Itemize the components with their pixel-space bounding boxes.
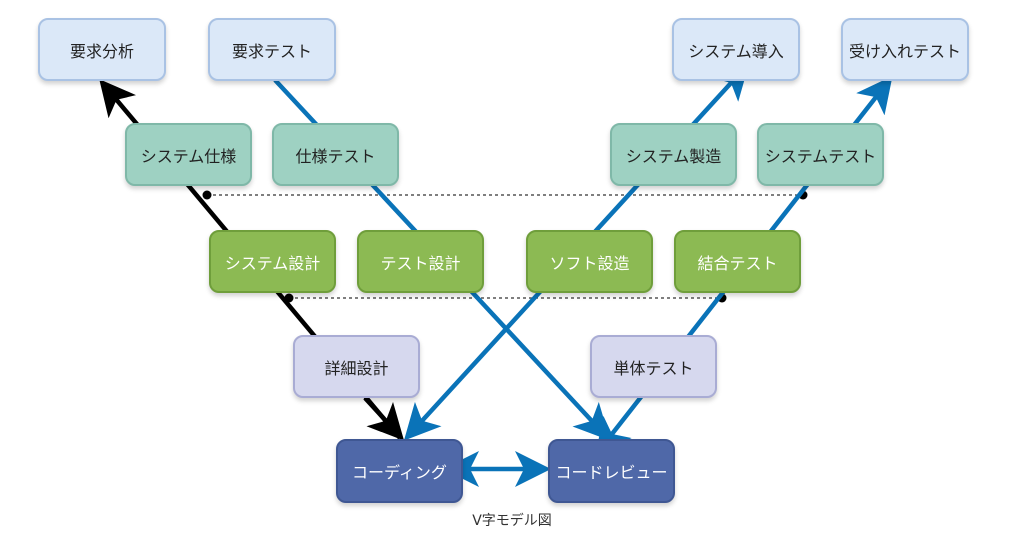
node-sys-design[interactable]: システム設計 — [209, 230, 336, 293]
node-req-analysis[interactable]: 要求分析 — [38, 18, 166, 81]
node-label: 仕様テスト — [295, 146, 376, 166]
node-accept-test[interactable]: 受け入れテスト — [841, 18, 969, 81]
node-detail-design[interactable]: 詳細設計 — [293, 335, 420, 398]
node-sys-spec[interactable]: システム仕様 — [125, 123, 252, 186]
node-label: 詳細設計 — [324, 358, 389, 378]
node-sys-test[interactable]: システムテスト — [757, 123, 884, 186]
node-sys-build[interactable]: システム製造 — [610, 123, 737, 186]
node-label: 結合テスト — [697, 253, 778, 273]
node-label: 受け入れテスト — [848, 41, 961, 61]
node-spec-test[interactable]: 仕様テスト — [272, 123, 399, 186]
link-dot — [202, 190, 212, 200]
node-label: コーディング — [352, 463, 447, 482]
node-coding[interactable]: コーディング — [336, 439, 463, 503]
node-label: システムテスト — [764, 146, 877, 166]
node-label: 単体テスト — [613, 358, 694, 378]
node-label: システム仕様 — [140, 146, 237, 166]
node-label: システム設計 — [224, 253, 321, 273]
node-test-design[interactable]: テスト設計 — [357, 230, 484, 293]
node-label: システム導入 — [688, 41, 784, 61]
node-integ-test[interactable]: 結合テスト — [674, 230, 801, 293]
diagram-caption: V字モデル図 — [472, 513, 552, 529]
node-label: システム製造 — [625, 146, 722, 166]
arrow-detail-to-coding — [363, 396, 405, 441]
node-unit-test[interactable]: 単体テスト — [590, 335, 717, 398]
node-label: テスト設計 — [380, 253, 461, 273]
node-code-review[interactable]: コードレビュー — [548, 439, 675, 503]
node-label: コードレビュー — [555, 463, 668, 482]
node-label: 要求テスト — [231, 41, 312, 61]
node-req-test[interactable]: 要求テスト — [208, 18, 336, 81]
node-sys-install[interactable]: システム導入 — [672, 18, 800, 81]
node-label: 要求分析 — [69, 41, 134, 61]
node-soft-build[interactable]: ソフト設造 — [526, 230, 653, 293]
node-label: ソフト設造 — [549, 253, 630, 273]
